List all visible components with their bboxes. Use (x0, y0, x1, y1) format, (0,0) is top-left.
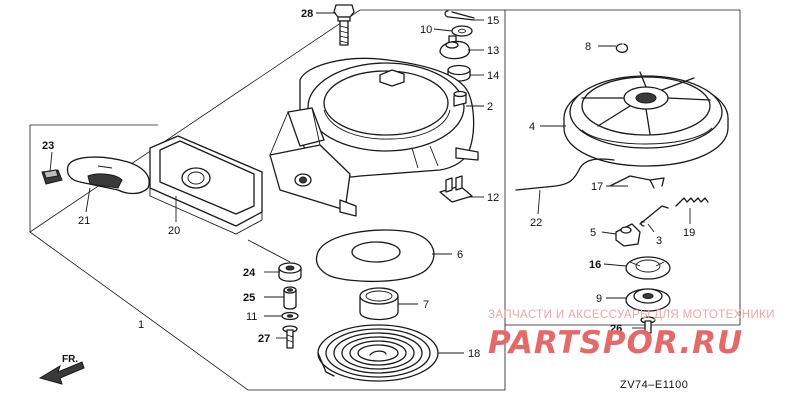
callout-17[interactable]: 17 (591, 181, 603, 193)
part-washer-11[interactable] (281, 311, 299, 321)
part-grip-insert-23[interactable] (41, 169, 63, 185)
part-collar-7[interactable] (359, 287, 399, 321)
callout-19[interactable]: 19 (683, 227, 695, 239)
part-grip-bracket-20[interactable] (149, 135, 263, 235)
part-reel-4[interactable] (563, 71, 729, 167)
callout-25[interactable]: 25 (243, 292, 255, 304)
callout-labels: 28 10 15 13 14 2 8 4 23 21 20 12 17 22 1… (42, 8, 695, 360)
callout-6[interactable]: 6 (457, 249, 463, 261)
callout-4[interactable]: 4 (529, 121, 535, 133)
part-pawl-5[interactable] (615, 223, 641, 247)
callout-1[interactable]: 1 (138, 319, 144, 331)
callout-15[interactable]: 15 (487, 15, 499, 27)
part-spring-wire-17[interactable] (609, 175, 665, 189)
callout-14[interactable]: 14 (487, 70, 499, 82)
callout-11[interactable]: 11 (246, 311, 257, 323)
callout-7[interactable]: 7 (423, 299, 429, 311)
part-clip-8[interactable] (615, 43, 629, 53)
callout-10[interactable]: 10 (420, 24, 432, 36)
assembly-frame (29, 9, 741, 391)
diagram-part-code: ZV74–E1100 (620, 379, 688, 391)
part-plate-6[interactable] (315, 229, 435, 283)
callout-8[interactable]: 8 (585, 41, 591, 53)
callout-2[interactable]: 2 (487, 101, 493, 113)
leader-lines (49, 12, 691, 354)
part-starter-grip-21[interactable] (66, 156, 150, 195)
callout-12[interactable]: 12 (487, 192, 499, 204)
callout-24[interactable]: 24 (243, 267, 256, 279)
part-friction-plate-16[interactable] (625, 256, 671, 280)
front-direction-arrow: FR. (38, 354, 85, 385)
part-drive-plate-9[interactable] (625, 288, 671, 312)
watermark-brand: PARTSPOR.RU (488, 325, 743, 361)
callout-3[interactable]: 3 (656, 235, 662, 247)
callout-27[interactable]: 27 (258, 333, 270, 345)
part-ratchet-spring-3[interactable] (639, 205, 669, 227)
watermark: ЗАПЧАСТИ И АКСЕССУАРЫ ДЛЯ МОТОТЕХНИКИ PA… (488, 309, 775, 361)
part-bushing-25[interactable] (283, 286, 297, 310)
part-starter-case-2[interactable] (269, 57, 479, 217)
watermark-tagline: ЗАПЧАСТИ И АКСЕССУАРЫ ДЛЯ МОТОТЕХНИКИ (488, 309, 775, 321)
part-friction-spring-19[interactable] (675, 197, 709, 207)
callout-18[interactable]: 18 (468, 348, 480, 360)
callout-26[interactable]: 26 (610, 323, 622, 335)
part-pawl-13[interactable] (439, 35, 471, 60)
callout-22[interactable]: 22 (530, 217, 542, 229)
callout-13[interactable]: 13 (487, 45, 499, 57)
part-bolt-28[interactable] (333, 4, 355, 46)
part-washer-10[interactable] (451, 25, 473, 37)
part-collar-24[interactable] (278, 262, 302, 282)
part-screw-26[interactable] (640, 316, 656, 334)
part-clip-12[interactable] (439, 175, 473, 203)
callout-16[interactable]: 16 (589, 259, 601, 271)
callout-28[interactable]: 28 (301, 8, 313, 20)
callout-5[interactable]: 5 (590, 227, 596, 239)
callout-9[interactable]: 9 (596, 293, 602, 305)
direction-label: FR. (62, 354, 78, 365)
part-cotter-pin-15[interactable] (444, 10, 475, 21)
part-bolt-27[interactable] (282, 325, 298, 349)
callout-20[interactable]: 20 (168, 225, 180, 237)
part-recoil-spring-18[interactable] (317, 324, 439, 382)
callout-23[interactable]: 23 (42, 140, 54, 152)
callout-21[interactable]: 21 (78, 215, 90, 227)
part-rope-22[interactable] (515, 158, 615, 191)
